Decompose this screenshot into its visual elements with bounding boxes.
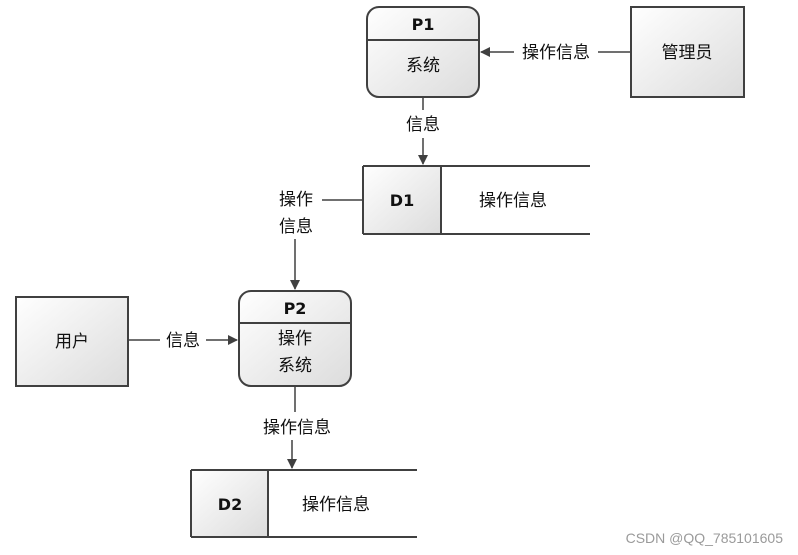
flow-d1-to-p2-label-line1: 操作 (279, 190, 313, 210)
data-store-d1-id: D1 (390, 191, 414, 210)
entity-user: 用户 (15, 296, 129, 387)
flow-p2-to-d2: 操作信息 (263, 386, 331, 469)
data-store-d1: D1 操作信息 (362, 165, 590, 235)
process-p2-id: P2 (284, 299, 307, 318)
data-store-d1-name: 操作信息 (479, 191, 547, 211)
data-store-d2-name: 操作信息 (302, 495, 370, 515)
flow-user-to-p2: 信息 (128, 331, 238, 351)
process-p1: P1 系统 (366, 6, 480, 98)
flow-p1-to-d1-label: 信息 (406, 115, 440, 135)
process-p2: P2 操作 系统 (238, 290, 352, 387)
flow-admin-to-p1-label: 操作信息 (522, 43, 590, 63)
flow-p1-to-d1: 信息 (406, 97, 440, 165)
data-store-d2: D2 操作信息 (190, 469, 417, 538)
entity-user-label: 用户 (55, 332, 89, 352)
process-p2-name-line2: 系统 (278, 356, 312, 376)
data-store-d2-id: D2 (218, 495, 242, 514)
process-p1-id: P1 (412, 15, 435, 34)
flow-admin-to-p1: 操作信息 (480, 43, 631, 63)
flow-d1-to-p2-label-line2: 信息 (279, 217, 313, 237)
watermark: CSDN @QQ_785101605 (626, 530, 784, 546)
flow-p2-to-d2-label: 操作信息 (263, 418, 331, 438)
entity-admin-label: 管理员 (662, 43, 713, 63)
process-p2-name-line1: 操作 (278, 329, 312, 349)
process-p1-name: 系统 (406, 56, 440, 76)
flow-user-to-p2-label: 信息 (166, 331, 200, 351)
flow-d1-to-p2: 操作 信息 (279, 190, 363, 290)
entity-admin: 管理员 (630, 6, 745, 98)
